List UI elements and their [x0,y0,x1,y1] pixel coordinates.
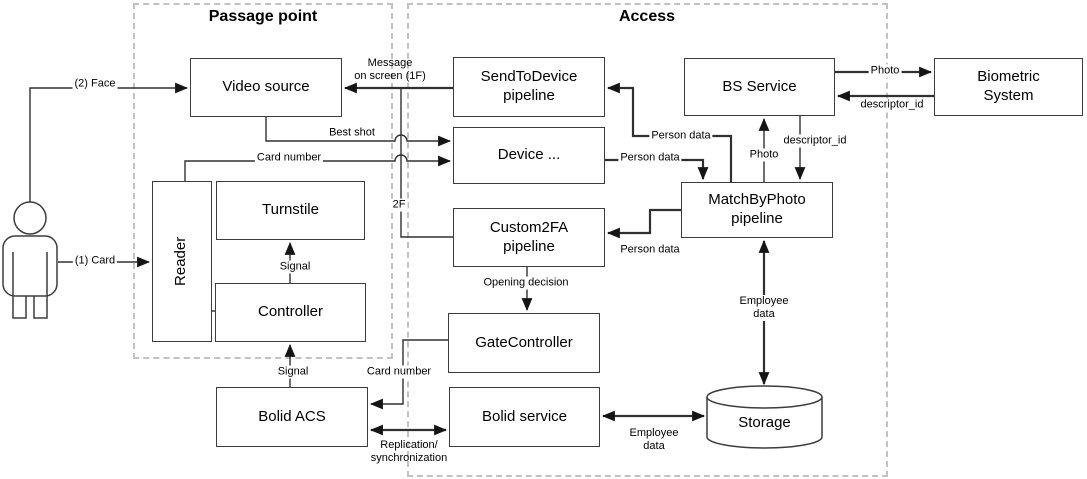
edge-person-data-to-sendtodevice [606,82,733,182]
container-access [407,3,888,477]
edge-label-employee-h: Employee data [629,427,679,452]
person-icon [2,201,58,319]
node-video-source-label: Video source [222,78,310,96]
node-bolid-service: Bolid service [449,387,600,447]
node-bolid-service-label: Bolid service [481,407,568,425]
node-device-label: Device ... [497,146,561,164]
edge-label-opening-decision: Opening decision [481,276,571,290]
edge-label-descriptor-right: descriptor_id [858,98,926,112]
node-device: Device ... [453,127,605,184]
node-sendtodevice-pipeline: SendToDevice pipeline [453,57,605,117]
container-access-title: Access [618,8,676,25]
edge-label-face: (2) Face [72,77,118,91]
edge-label-person-data-2: Person data [618,151,682,165]
node-storage-label: Storage [738,414,791,431]
node-video-source: Video source [190,58,342,117]
edge-label-replication: Replication/ synchronization [370,439,448,464]
edge-label-card-number-bottom: Card number [364,365,434,379]
node-matchbyphoto-pipeline: MatchByPhoto pipeline [681,182,833,238]
node-biometric-system: Biometric System [934,58,1083,116]
edge-label-card-number-top: Card number [254,151,324,165]
node-bs-service-label: BS Service [722,77,797,95]
node-reader-label: Reader [172,236,190,287]
edge-label-person-data-1: Person data [649,129,713,143]
edge-label-photo-right: Photo [868,64,902,78]
node-turnstile-label: Turnstile [262,201,319,219]
edge-label-2f: 2F [390,198,408,212]
node-sendtodevice-pipeline-label: SendToDevice pipeline [480,68,578,104]
database-cylinder-icon [706,385,823,449]
edge-label-photo-mid: Photo [747,148,781,162]
node-gatecontroller-label: GateController [475,333,573,351]
edge-best-shot [265,117,452,147]
node-controller: Controller [215,283,366,342]
node-gatecontroller: GateController [448,313,600,373]
edge-person-data-matchbyphoto-to-custom2fa [606,208,681,239]
edge-2f [400,88,453,238]
node-custom2fa-pipeline: Custom2FA pipeline [453,208,605,267]
edge-label-descriptor-mid: descriptor_id [781,134,849,148]
node-biometric-system-label: Biometric System [977,68,1040,104]
node-bolid-acs-label: Bolid ACS [258,407,326,425]
node-bs-service: BS Service [684,58,835,116]
edge-label-signal-top: Signal [277,260,313,274]
edge-label-signal-bottom: Signal [275,365,311,379]
container-passage-point-title: Passage point [208,8,318,25]
node-bolid-acs: Bolid ACS [216,387,368,447]
edge-card-number-top [184,154,452,181]
edge-face [29,82,189,202]
node-controller-label: Controller [257,303,324,321]
node-custom2fa-pipeline-label: Custom2FA pipeline [489,218,569,255]
edge-label-best-shot: Best shot [327,126,377,140]
edge-label-card: (1) Card [72,254,118,268]
container-passage-point [133,3,393,359]
edge-label-person-data-3: Person data [618,243,682,257]
node-matchbyphoto-pipeline-label: MatchByPhoto pipeline [708,191,806,227]
node-turnstile: Turnstile [216,181,365,240]
edge-label-employee-v: Employee data [737,295,791,321]
node-reader: Reader [152,181,212,342]
edge-label-message-1f: Message on screen (1F) [354,57,426,82]
